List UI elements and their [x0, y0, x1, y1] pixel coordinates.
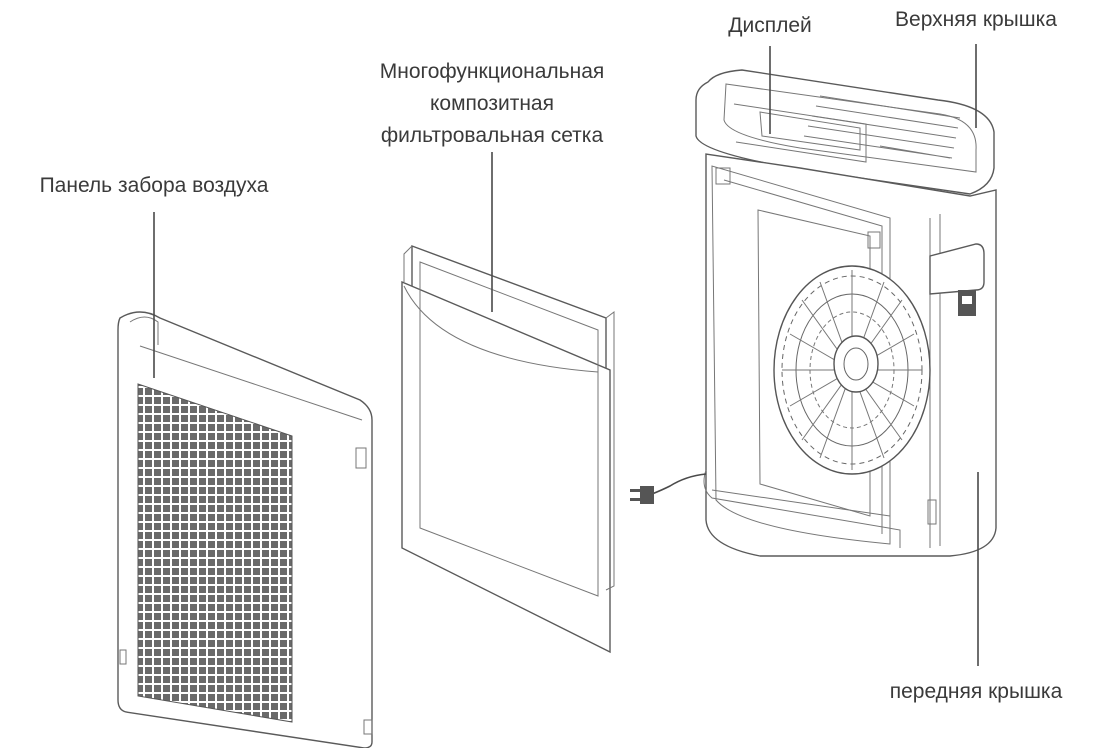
label-filter-line3: фильтровальная сетка	[381, 124, 604, 147]
composite-filter	[401, 244, 615, 654]
fan-icon	[773, 265, 931, 475]
label-front-cover: передняя крышка	[890, 680, 1063, 703]
purifier-body	[630, 69, 997, 557]
intake-mesh-grille	[137, 383, 293, 723]
plug-icon	[630, 486, 654, 504]
label-top-cover: Верхняя крышка	[895, 8, 1057, 31]
label-filter-line1: Многофункциональная	[380, 60, 605, 83]
label-filter-line2: композитная	[430, 92, 554, 115]
air-intake-panel	[117, 311, 373, 748]
label-intake-panel: Панель забора воздуха	[40, 174, 269, 197]
label-display: Дисплей	[728, 14, 812, 37]
